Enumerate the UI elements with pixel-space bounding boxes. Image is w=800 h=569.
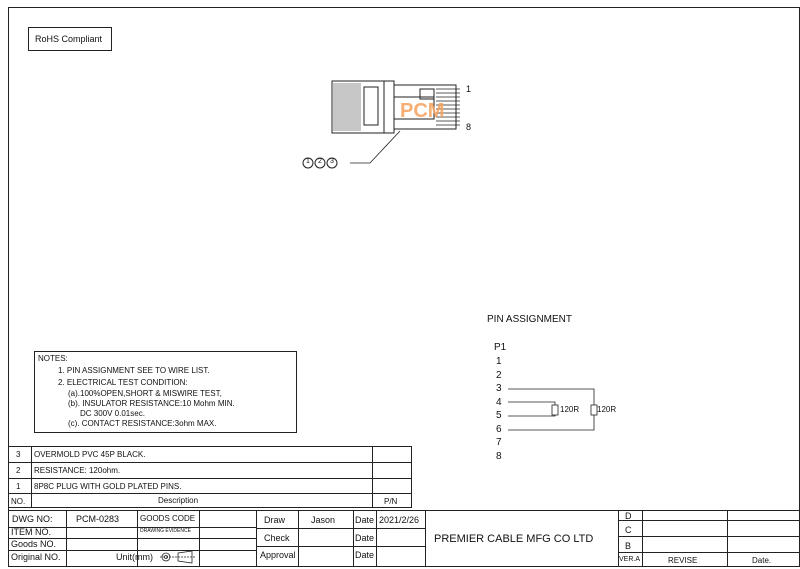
bom-header-no: NO. — [11, 497, 26, 506]
unit-label: Unit(mm) — [116, 552, 153, 562]
pin-label: 7 — [496, 437, 502, 448]
date-label: Date — [355, 515, 375, 525]
revision-c: C — [625, 525, 632, 535]
callout-1: 1 — [306, 158, 310, 165]
notes-box — [34, 351, 297, 433]
check-label: Check — [264, 533, 290, 543]
notes-heading: NOTES: — [38, 354, 68, 363]
pin-top-label: 1 — [466, 84, 472, 94]
draw-date: 2021/2/26 — [379, 515, 420, 525]
bom-row-desc: 8P8C PLUG WITH GOLD PLATED PINS. — [34, 482, 182, 491]
bom-table — [8, 446, 412, 508]
bom-row-desc: OVERMOLD PVC 45P BLACK. — [34, 450, 146, 459]
dwg-no-label: DWG NO: — [12, 514, 53, 524]
approval-label: Approval — [260, 550, 296, 560]
bom-row-no: 3 — [16, 450, 21, 459]
drawing-evidence-label: DRAWING EVIDENCE — [140, 528, 191, 534]
company-name: PREMIER CABLE MFG CO LTD — [434, 533, 594, 545]
leader-line — [350, 130, 401, 164]
date-label: Date — [355, 550, 375, 560]
pin-label: 6 — [496, 424, 502, 435]
dwg-no-value: PCM-0283 — [76, 514, 120, 524]
pin-label: 3 — [496, 383, 502, 394]
note-line: (b). INSULATOR RESISTANCE:10 Mohm MIN. — [68, 399, 235, 408]
note-line: 2. ELECTRICAL TEST CONDITION: — [58, 378, 188, 387]
callout-3: 3 — [330, 158, 334, 165]
revise-date-label: Date. — [752, 556, 772, 565]
note-line: DC 300V 0.01sec. — [80, 409, 145, 418]
bom-header-pn: P/N — [384, 497, 398, 506]
rohs-badge — [28, 27, 112, 51]
connector-drawing — [302, 80, 460, 169]
pin-label: 5 — [496, 410, 502, 421]
revision-d: D — [625, 511, 632, 521]
pin-bottom-label: 8 — [466, 122, 472, 132]
bom-row-desc: RESISTANCE: 120ohm. — [34, 466, 121, 475]
goods-code-label: GOODS CODE — [140, 514, 196, 523]
logo-watermark: PCM — [400, 100, 445, 122]
draw-name: Jason — [311, 515, 336, 525]
date-label: Date — [355, 533, 375, 543]
version-label: VER.A — [619, 556, 641, 563]
bom-header-desc: Description — [158, 496, 199, 505]
resistor-schematic — [508, 388, 598, 431]
revise-label: REVISE — [668, 556, 698, 565]
goods-no-label: Goods NO. — [11, 539, 57, 549]
note-line: (a).100%OPEN,SHORT & MISWIRE TEST, — [68, 389, 222, 398]
pin-assignment-title: PIN ASSIGNMENT — [487, 314, 573, 325]
note-line: (c). CONTACT RESISTANCE:3ohm MAX. — [68, 419, 217, 428]
pin-label: 2 — [496, 370, 502, 381]
item-no-label: ITEM NO. — [11, 527, 51, 537]
revision-b: B — [625, 541, 632, 551]
pin-label: 1 — [496, 356, 502, 367]
rohs-label: RoHS Compliant — [35, 34, 103, 44]
draw-label: Draw — [264, 515, 286, 525]
resistor-2-label: 120R — [597, 405, 617, 414]
callout-2: 2 — [318, 158, 322, 165]
bom-row-no: 2 — [16, 466, 21, 475]
pin-label: 4 — [496, 397, 502, 408]
original-no-label: Original NO. — [11, 552, 61, 562]
overmold-body — [331, 80, 395, 134]
projection-symbol-icon — [160, 550, 196, 564]
plug-body — [393, 84, 457, 130]
connector-p1-label: P1 — [494, 342, 507, 353]
pin-label: 8 — [496, 451, 502, 462]
resistor-1-label: 120R — [560, 405, 580, 414]
bom-row-no: 1 — [16, 482, 21, 491]
note-line: 1. PIN ASSIGNMENT SEE TO WIRE LIST. — [58, 366, 210, 375]
